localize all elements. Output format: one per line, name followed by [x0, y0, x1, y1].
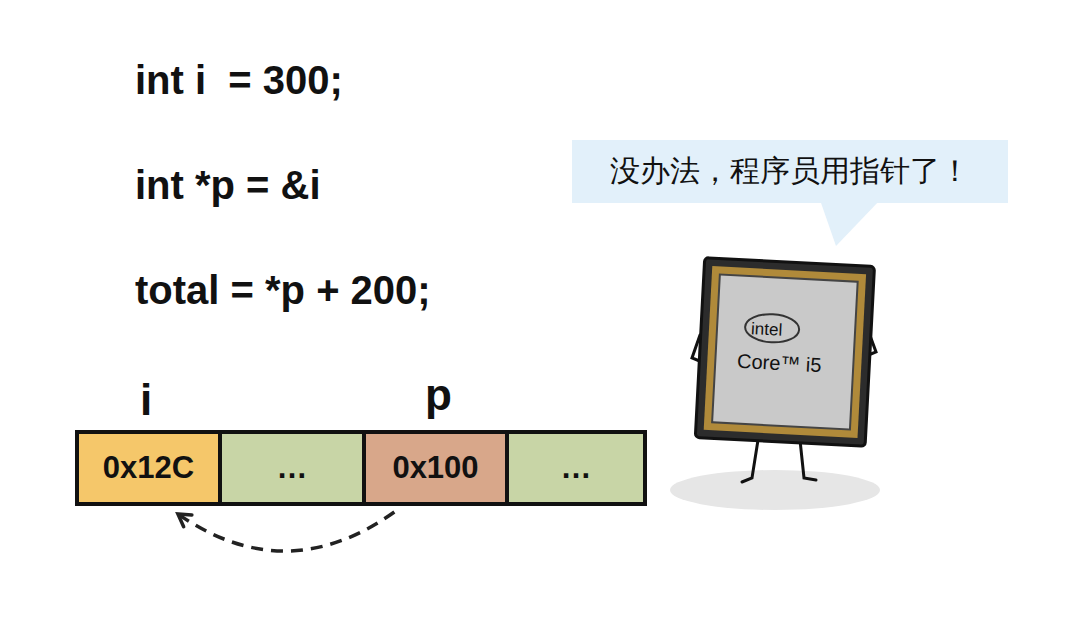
node-text: 没办法，程序员用指针了！	[610, 151, 970, 192]
speech-bubble: 没办法，程序员用指针了！	[572, 140, 1008, 203]
chip-pins	[704, 266, 866, 438]
node-text: 0x12C	[103, 450, 194, 486]
code-line: int i = 300;	[135, 58, 343, 103]
code-line: total = *p + 200;	[135, 268, 431, 313]
memory-cell: 0x12C	[75, 430, 222, 506]
node-text: …	[561, 450, 592, 486]
chip-lid	[712, 274, 858, 429]
variable-name: p	[425, 370, 452, 420]
chip-brand: intel	[750, 319, 782, 341]
logo-ring	[744, 313, 799, 344]
arrow-head	[178, 514, 192, 527]
node-text: 0x100	[392, 450, 478, 486]
variable-name: i	[140, 375, 152, 425]
pointer-arrow	[178, 512, 394, 551]
chip-model: Core™ i5	[736, 350, 822, 377]
shadow	[670, 470, 880, 510]
memory-cell: …	[218, 430, 366, 506]
code-line: int *p = &i	[135, 163, 321, 208]
leg	[742, 440, 758, 482]
memory-cell: …	[505, 430, 647, 506]
node-text: …	[277, 450, 308, 486]
chip-substrate	[695, 258, 874, 447]
memory-cell: 0x100	[362, 430, 509, 506]
leg	[800, 440, 816, 480]
bubble-tail	[820, 200, 880, 246]
